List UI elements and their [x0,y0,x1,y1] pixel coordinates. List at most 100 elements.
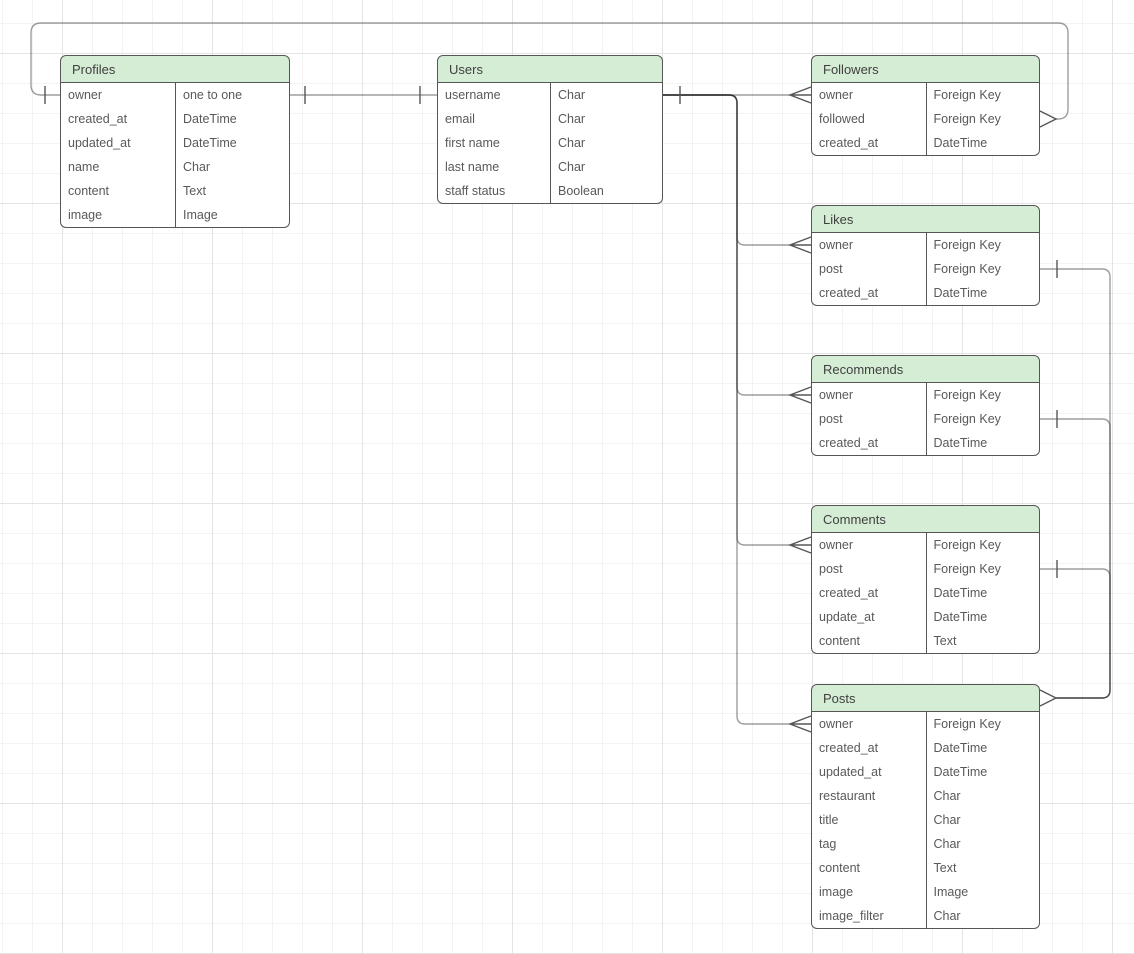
crows-foot-marker [788,536,812,554]
field-name: staff status [445,184,506,198]
field-name: created_at [819,136,879,150]
open-arrow-marker [1039,110,1058,128]
table-row-posts-owner[interactable]: owner Foreign Key [812,712,1039,736]
field-type: DateTime [925,431,1040,455]
table-row-users-email[interactable]: email Char [438,107,662,131]
field-name: content [819,861,861,875]
field-type: Foreign Key [925,533,1040,557]
connector-comments-post-posts[interactable] [1040,568,1111,699]
field-name: owner [819,717,854,731]
field-type: Char [550,83,662,107]
field-name: created_at [68,112,128,126]
table-row-posts-restaurant[interactable]: restaurant Char [812,784,1039,808]
table-title-comments[interactable]: Comments [811,505,1040,533]
field-type: Foreign Key [925,233,1040,257]
table-row-users-staff-status[interactable]: staff status Boolean [438,179,662,203]
field-name: post [819,562,843,576]
field-name: post [819,412,843,426]
table-row-profiles-created_at[interactable]: created_at DateTime [61,107,289,131]
connector-likes-post-posts[interactable] [1040,268,1111,699]
field-name: content [68,184,110,198]
field-type: DateTime [925,736,1040,760]
table-title-recommends[interactable]: Recommends [811,355,1040,383]
field-type: Char [925,832,1040,856]
field-type: Foreign Key [925,83,1040,107]
connector-users-likes-owner[interactable] [663,94,790,246]
field-type: DateTime [925,281,1040,305]
connector-followers-followed-profiles-owner[interactable] [30,22,1069,120]
connector-users-comments-owner[interactable] [663,94,790,546]
table-title-users[interactable]: Users [437,55,663,83]
field-type: DateTime [925,581,1040,605]
field-type: Char [550,107,662,131]
field-type: DateTime [175,107,289,131]
connector-recommends-post-posts[interactable] [1040,418,1111,699]
table-row-followers-created_at[interactable]: created_at DateTime [812,131,1039,155]
field-name: title [819,813,839,827]
table-row-posts-tag[interactable]: tag Char [812,832,1039,856]
field-type: Char [925,784,1040,808]
field-type: DateTime [925,605,1040,629]
table-title-likes[interactable]: Likes [811,205,1040,233]
field-name: restaurant [819,789,876,803]
table-row-users-username[interactable]: username Char [438,83,662,107]
table-row-posts-created_at[interactable]: created_at DateTime [812,736,1039,760]
table-row-likes-owner[interactable]: owner Foreign Key [812,233,1039,257]
field-type: Foreign Key [925,407,1040,431]
table-row-recommends-post[interactable]: post Foreign Key [812,407,1039,431]
field-name: first name [445,136,500,150]
table-row-likes-created_at[interactable]: created_at DateTime [812,281,1039,305]
field-name: created_at [819,741,879,755]
table-row-posts-title[interactable]: title Char [812,808,1039,832]
field-type: Char [925,808,1040,832]
table-title-posts[interactable]: Posts [811,684,1040,712]
field-name: tag [819,837,837,851]
field-name: username [445,88,501,102]
field-type: DateTime [925,131,1040,155]
field-type: Char [550,155,662,179]
field-type: one to one [175,83,289,107]
table-title-profiles[interactable]: Profiles [60,55,290,83]
connector-users-recommends-owner[interactable] [663,94,790,396]
field-type: Foreign Key [925,712,1040,736]
field-name: created_at [819,286,879,300]
field-name: owner [819,238,854,252]
connector-users-posts-owner[interactable] [663,94,790,725]
field-name: email [445,112,475,126]
field-type: Boolean [550,179,662,203]
table-title-followers[interactable]: Followers [811,55,1040,83]
